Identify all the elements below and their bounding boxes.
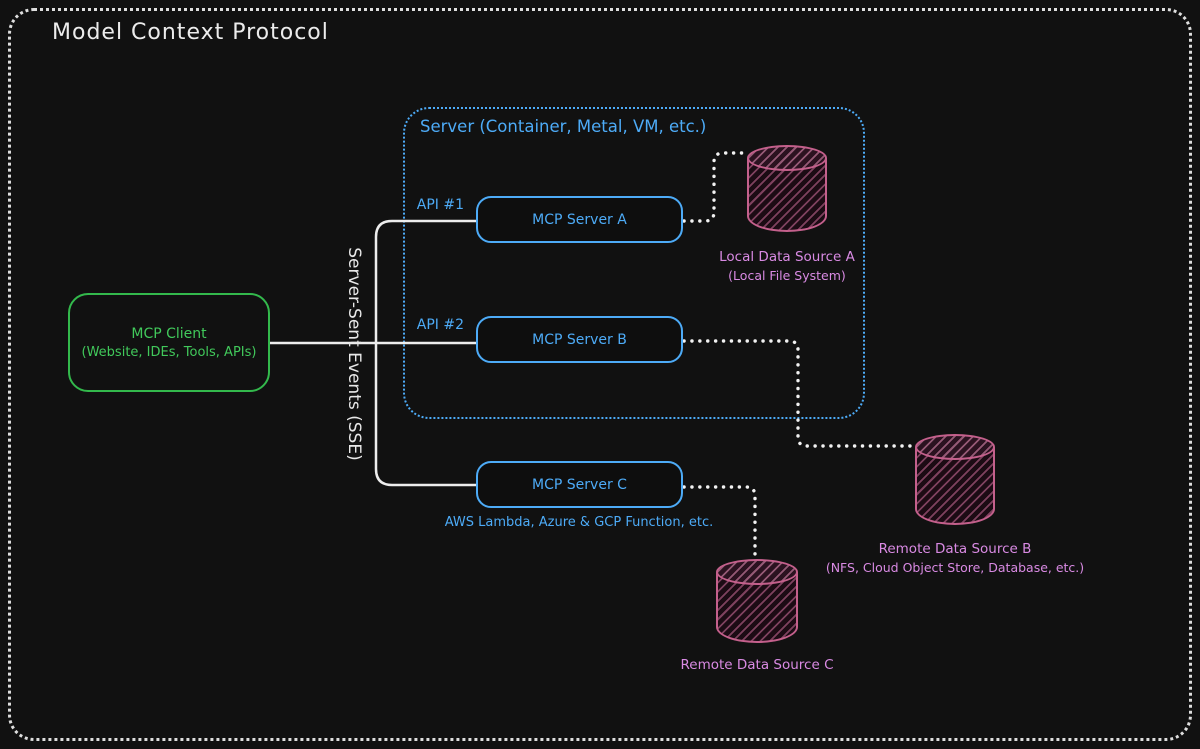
datasource-b-label: Remote Data Source B (NFS, Cloud Object …	[805, 541, 1105, 576]
cylinder-top	[747, 145, 827, 171]
mcp-server-b-label: MCP Server B	[532, 331, 627, 348]
mcp-client-subtitle: (Website, IDEs, Tools, APIs)	[81, 344, 257, 360]
datasource-a-subtitle: (Local File System)	[728, 267, 846, 283]
diagram-title: Model Context Protocol	[52, 20, 329, 45]
mcp-client-name: MCP Client	[131, 325, 207, 342]
api-1-label: API #1	[416, 197, 464, 213]
database-cylinder-icon-c	[716, 559, 798, 643]
datasource-a-label: Local Data Source A (Local File System)	[687, 249, 887, 284]
api-2-label: API #2	[416, 317, 464, 333]
datasource-b-subtitle: (NFS, Cloud Object Store, Database, etc.…	[825, 559, 1085, 575]
cylinder-top	[915, 434, 995, 460]
database-cylinder-icon-b	[915, 434, 995, 525]
datasource-b-name: Remote Data Source B	[878, 541, 1032, 557]
mcp-client-node: MCP Client (Website, IDEs, Tools, APIs)	[68, 293, 270, 392]
server-container-title: Server (Container, Metal, VM, etc.)	[420, 117, 707, 136]
mcp-server-a-label: MCP Server A	[532, 211, 627, 228]
database-cylinder-icon-a	[747, 145, 827, 232]
outer-dotted-border	[8, 8, 1192, 741]
mcp-server-c-node: MCP Server C	[476, 461, 683, 508]
cylinder-body	[716, 572, 798, 643]
mcp-server-b-node: MCP Server B	[476, 316, 683, 363]
datasource-c-name: Remote Data Source C	[680, 657, 834, 673]
mcp-server-c-label: MCP Server C	[532, 476, 627, 493]
sse-transport-label: Server-Sent Events (SSE)	[344, 247, 364, 461]
mcp-server-a-node: MCP Server A	[476, 196, 683, 243]
server-c-caption: AWS Lambda, Azure & GCP Function, etc.	[444, 515, 714, 530]
cylinder-top	[716, 559, 798, 585]
datasource-a-name: Local Data Source A	[719, 249, 855, 265]
datasource-c-label: Remote Data Source C	[657, 657, 857, 675]
